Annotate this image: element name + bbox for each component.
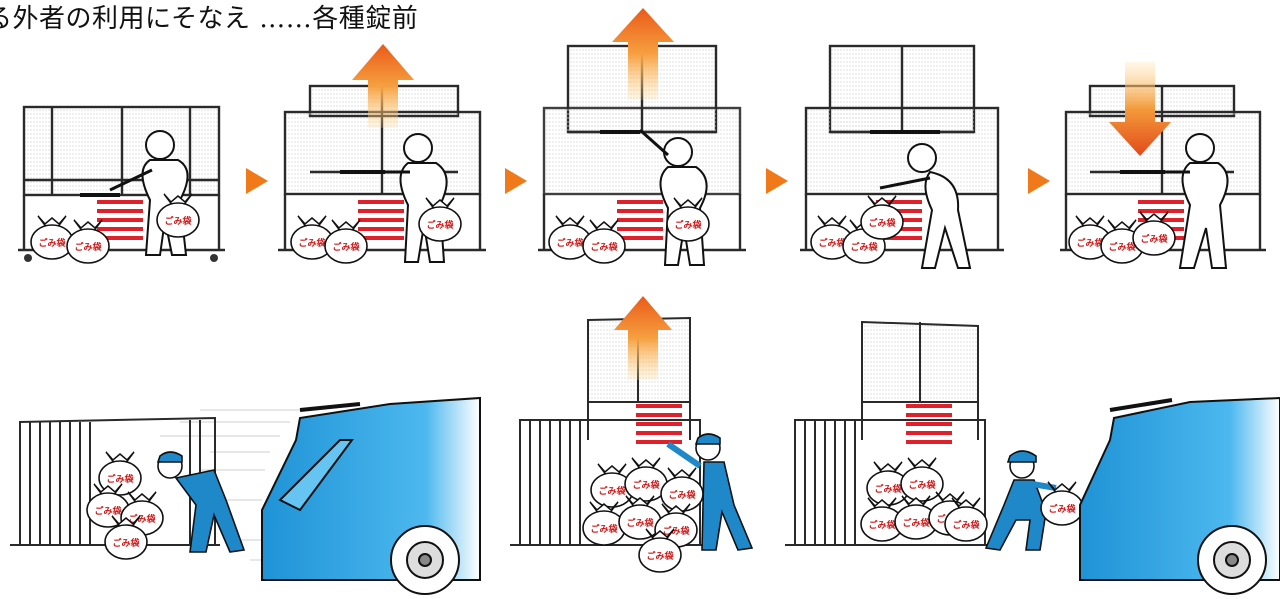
next-step-arrow xyxy=(766,168,788,194)
next-step-arrow xyxy=(505,168,527,194)
collection-panel-2 xyxy=(510,296,752,572)
garbage-truck xyxy=(262,398,480,594)
garbage-bag xyxy=(583,220,625,263)
collection-panel-1 xyxy=(10,398,480,594)
step-5-panel xyxy=(1060,62,1266,268)
garbage-bag xyxy=(67,220,109,263)
step-2-panel xyxy=(278,44,486,263)
garbage-bag xyxy=(901,458,943,501)
garbage-bag xyxy=(661,468,703,511)
step-4-panel xyxy=(800,46,1004,268)
next-step-arrow xyxy=(1028,168,1050,194)
step-1-panel xyxy=(18,107,225,263)
garbage-bag xyxy=(31,216,73,259)
step-3-panel xyxy=(538,8,746,265)
garbage-bag xyxy=(325,220,367,263)
next-step-arrow xyxy=(246,168,268,194)
collection-panel-3 xyxy=(785,322,1280,594)
garbage-truck xyxy=(1080,398,1280,594)
